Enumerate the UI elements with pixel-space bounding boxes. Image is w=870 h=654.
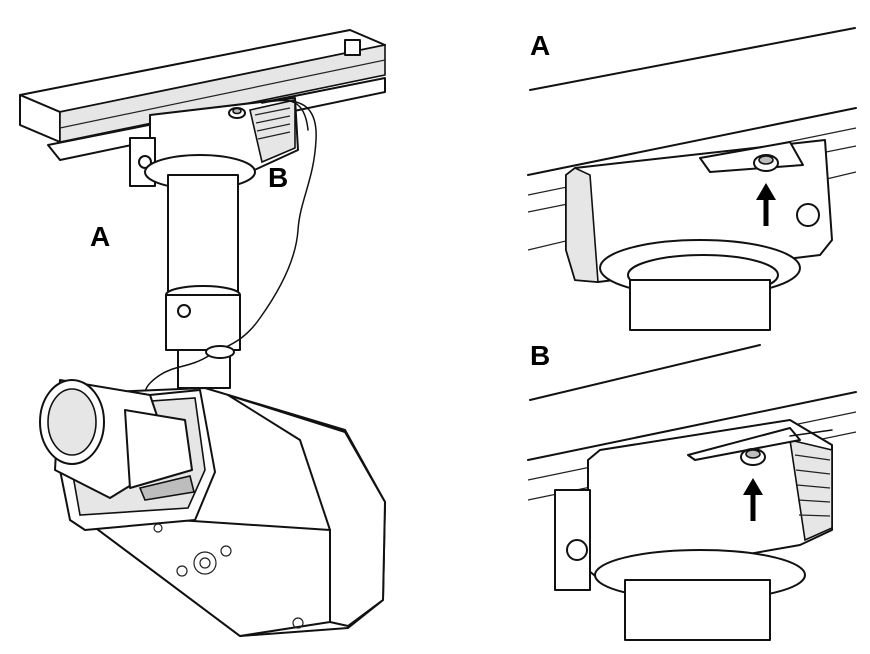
screw-icon (228, 107, 246, 119)
main-illustration: A B (19, 29, 386, 637)
detail-b-illustration: B (527, 340, 857, 641)
detail-a-label: A (530, 30, 550, 61)
detail-a-screw-icon (753, 154, 779, 172)
detail-b-label: B (530, 340, 550, 371)
label-b: B (268, 162, 288, 193)
camera-illustration (39, 379, 386, 637)
detail-b-arrow-up-icon (743, 478, 763, 521)
support-pole (165, 174, 241, 389)
detail-a-arrow-up-icon (756, 183, 776, 226)
detail-b-screw-icon (740, 448, 766, 466)
detail-a-illustration: A (527, 27, 857, 331)
label-a: A (90, 221, 110, 252)
safety-wire (144, 99, 317, 401)
